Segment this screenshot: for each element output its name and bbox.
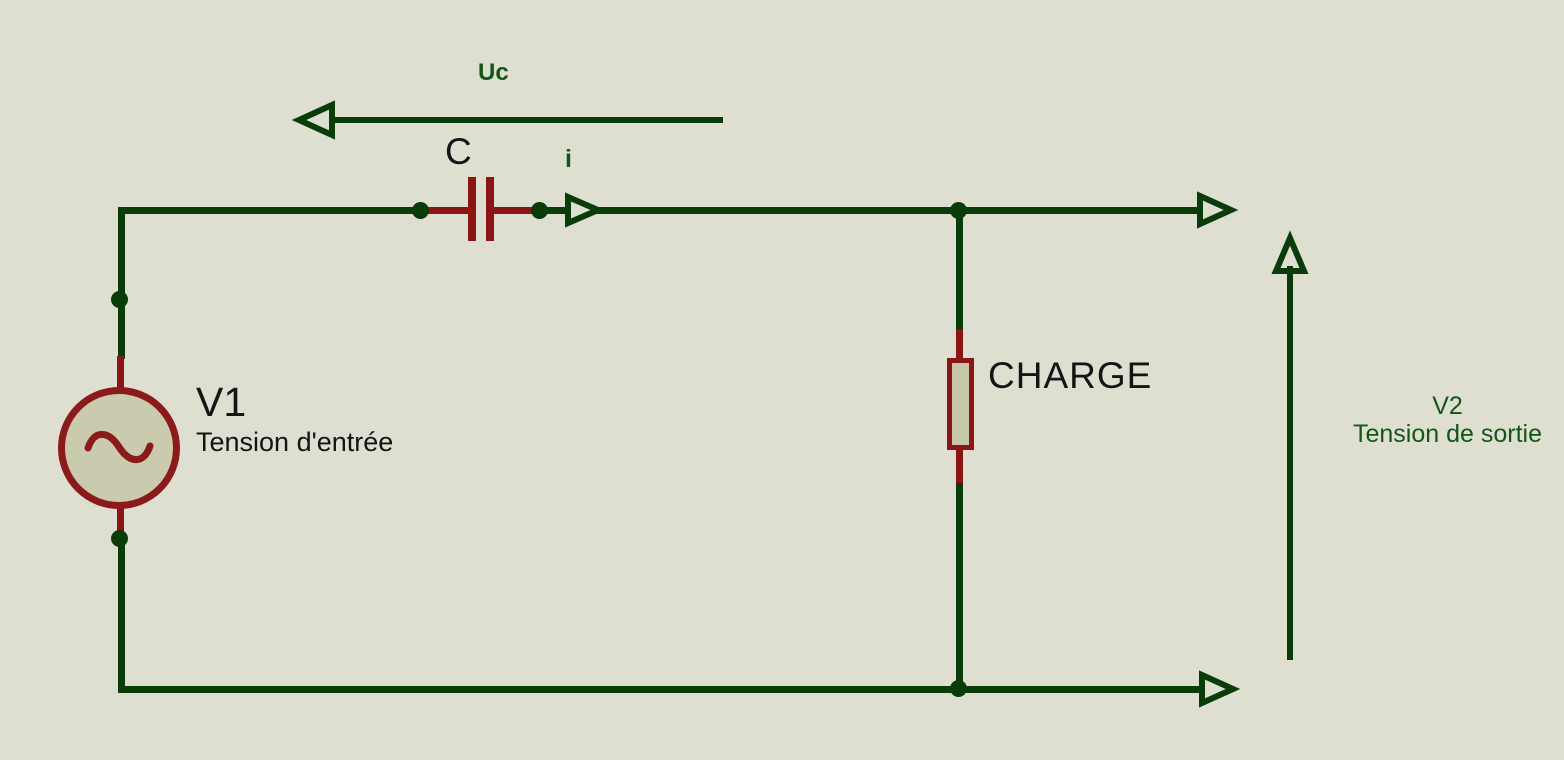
current-arrowhead-right-icon (565, 192, 606, 228)
load-resistor-symbol (947, 358, 974, 450)
top-wire-right-segment (536, 207, 1200, 214)
junction-dot-source-top (111, 291, 128, 308)
capacitor-plate-left (468, 177, 476, 241)
v2-arrowhead-up-icon (1271, 230, 1309, 274)
current-label: i (565, 145, 572, 173)
uc-arrow-shaft (332, 117, 723, 123)
load-branch-wire-upper (956, 212, 963, 331)
output-description-label: Tension de sortie (1352, 420, 1542, 448)
top-wire-left-segment (118, 207, 424, 214)
load-lead-bottom (956, 448, 963, 483)
left-wire-upper (118, 207, 125, 359)
output-ref-label: V2 (1432, 392, 1463, 420)
source-lead-top (117, 356, 124, 392)
junction-dot-load-bottom (950, 680, 967, 697)
junction-dot-cap-left (412, 202, 429, 219)
load-branch-wire-lower (956, 481, 963, 687)
source-lead-bottom (117, 504, 124, 541)
capacitor-plate-right (486, 177, 494, 241)
ac-source-symbol (58, 387, 180, 509)
capacitor-lead-left (420, 207, 469, 214)
output-bottom-arrowhead-icon (1199, 670, 1241, 708)
sine-wave-icon (84, 430, 154, 464)
uc-arrowhead-left-icon (291, 100, 335, 140)
v2-arrow-shaft (1287, 266, 1293, 660)
output-top-arrowhead-icon (1197, 191, 1239, 229)
load-lead-top (956, 329, 963, 361)
capacitor-voltage-label: Uc (478, 59, 509, 86)
junction-dot-cap-right (531, 202, 548, 219)
source-ref-label: V1 (196, 379, 247, 425)
load-ref-label: CHARGE (988, 355, 1153, 396)
capacitor-ref-label: C (445, 131, 472, 172)
capacitor-lead-right (493, 207, 540, 214)
junction-dot-source-bottom (111, 530, 128, 547)
junction-dot-load-top (950, 202, 967, 219)
output-voltage-block: V2 Tension de sortie (1340, 392, 1555, 448)
bottom-wire (118, 686, 1202, 693)
source-description-label: Tension d'entrée (196, 427, 394, 457)
left-wire-lower (118, 538, 125, 693)
